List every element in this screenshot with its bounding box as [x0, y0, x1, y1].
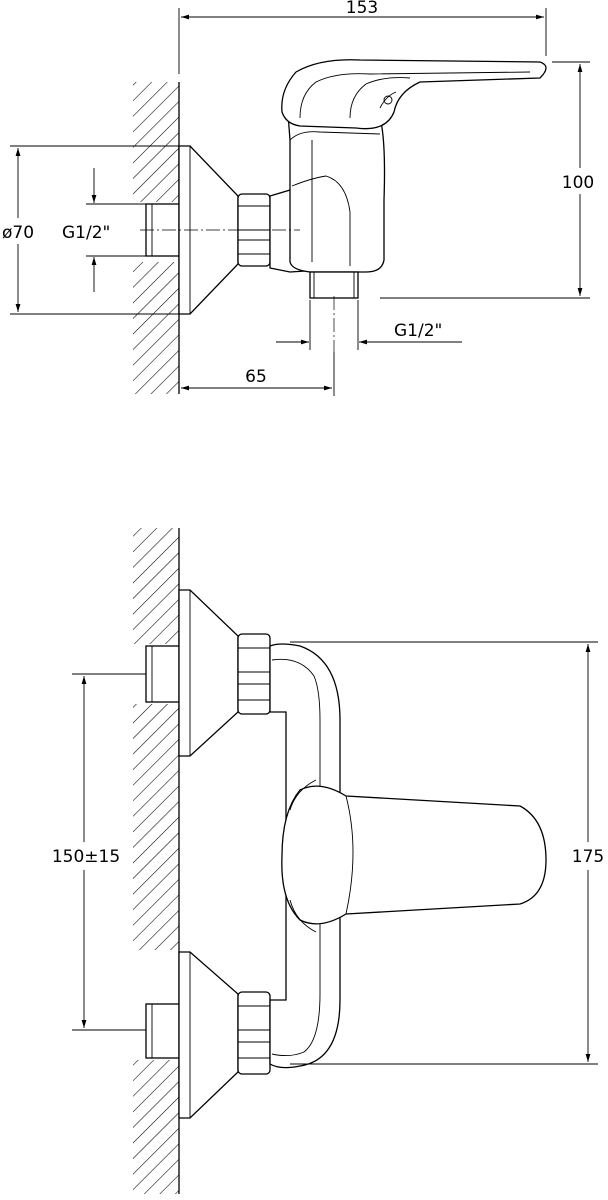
dimension-outlet-thread-top: G1/2"	[276, 300, 462, 350]
dimension-depth-label: 65	[245, 367, 267, 387]
handle-lever-front	[281, 779, 547, 933]
dimension-centers-label: 150±15	[52, 847, 120, 867]
dimension-width-top: 153	[178, 0, 547, 74]
top-view: 153 100 ø70 G1/2"	[0, 0, 596, 396]
dimension-height-front: 175	[290, 641, 604, 1065]
wall-hatch-front	[133, 528, 180, 1194]
upper-pipe-front	[145, 645, 180, 703]
faucet-body-top	[269, 111, 386, 273]
upper-hex-nut-front	[237, 633, 271, 715]
lower-pipe-front	[145, 1003, 180, 1059]
dimension-centers-front: 150±15	[44, 673, 146, 1031]
dimension-depth-top: 65	[181, 352, 335, 396]
dimension-outlet-thread-label: G1/2"	[394, 321, 442, 341]
dimension-height-front-label: 175	[572, 847, 604, 867]
front-view: 150±15 175	[44, 528, 604, 1194]
dimension-diameter-label: ø70	[2, 223, 34, 243]
dimension-height-top: 100	[380, 61, 596, 299]
dimension-width-label: 153	[346, 0, 378, 18]
lower-hex-nut-front	[237, 991, 271, 1075]
wall-hatch-top	[133, 82, 180, 394]
lower-flange-front	[178, 951, 239, 1119]
dimension-height-label: 100	[562, 173, 594, 193]
handle-lever-top	[281, 59, 547, 130]
dimension-inlet-thread-label: G1/2"	[62, 223, 110, 243]
upper-flange-front	[178, 589, 239, 757]
outlet-connector-top	[309, 271, 359, 299]
dimension-diameter-top: ø70	[0, 145, 182, 315]
dimension-inlet-thread-top: G1/2"	[58, 168, 146, 292]
